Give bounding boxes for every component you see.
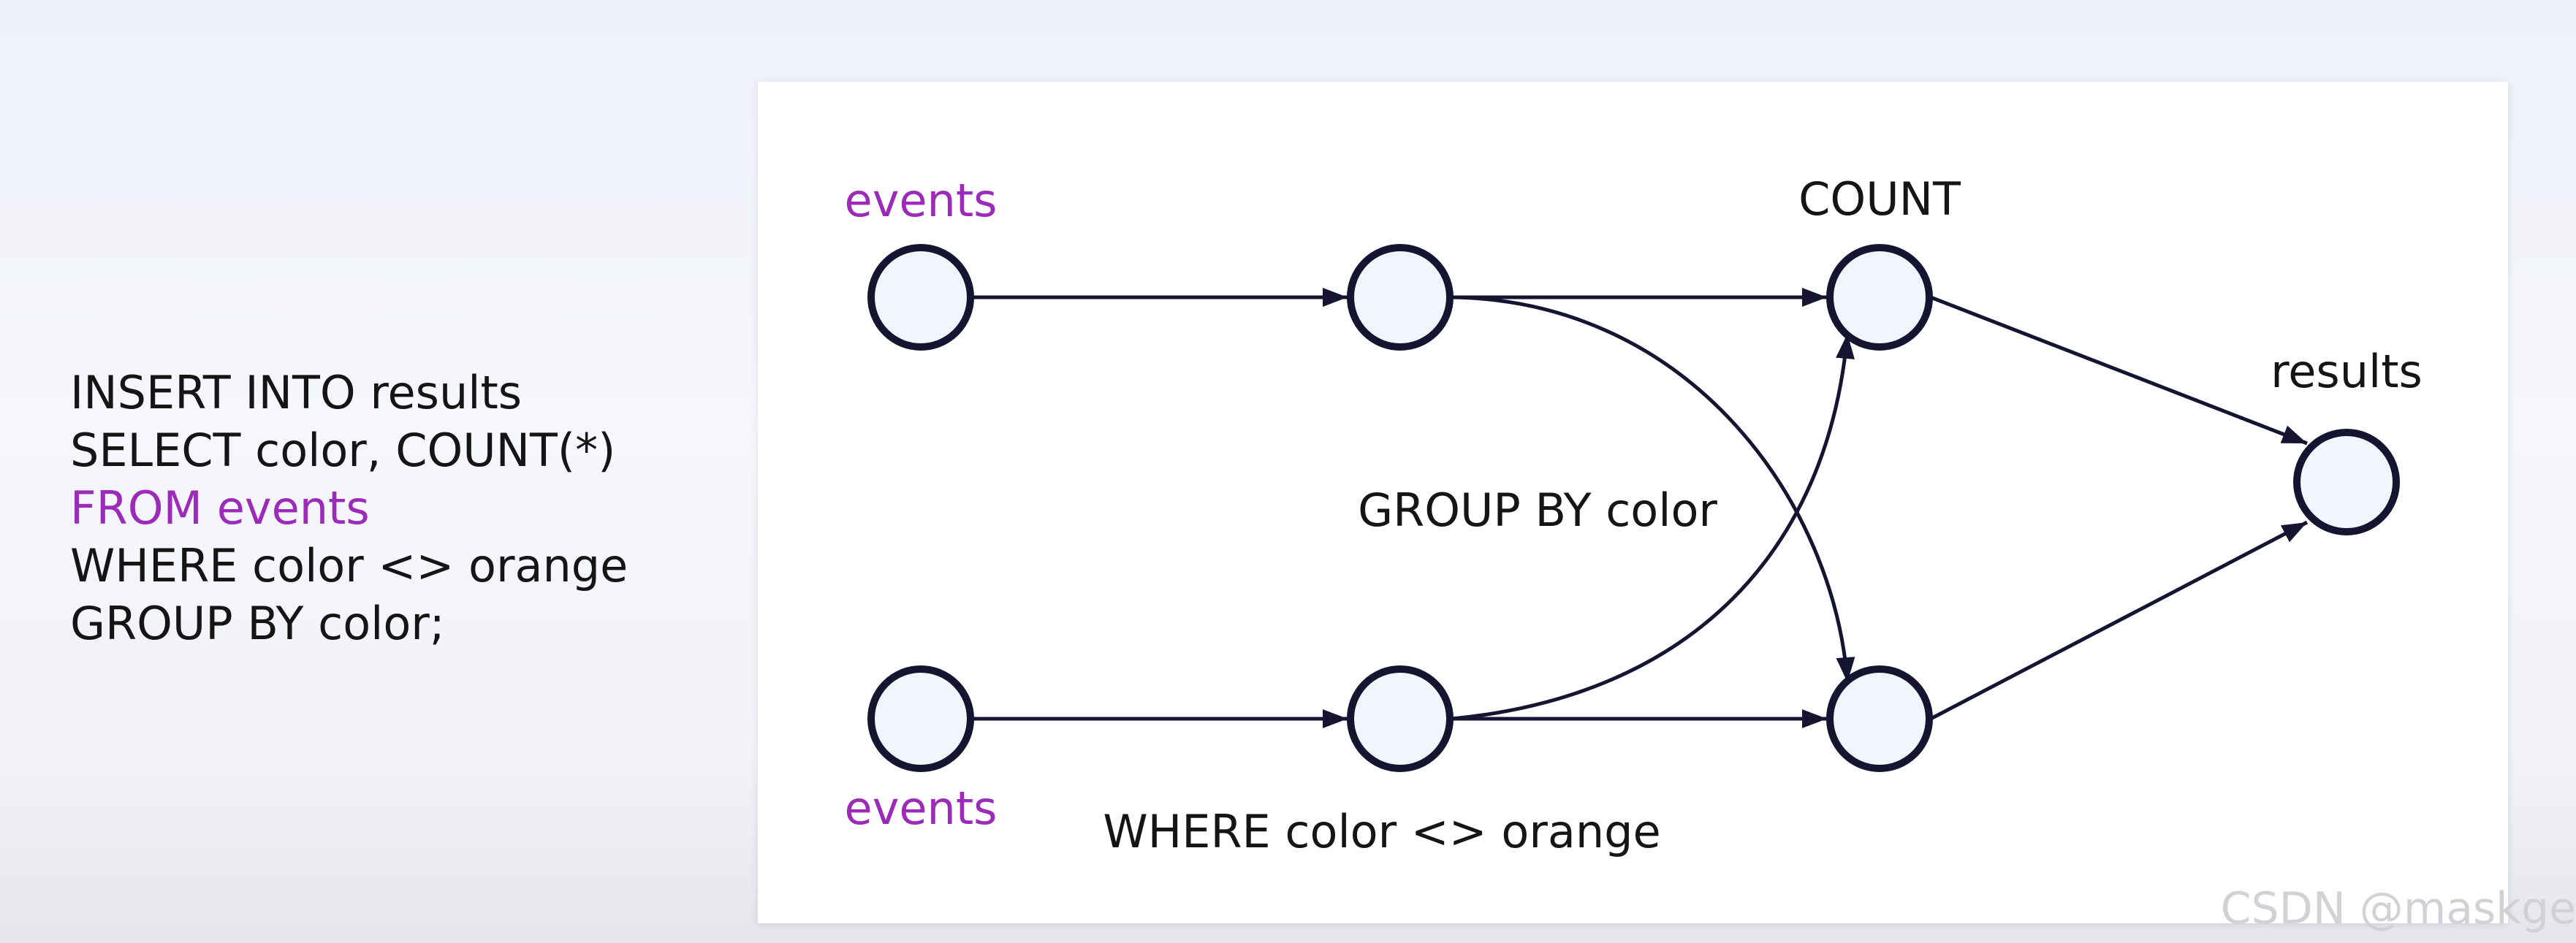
node-filter-top bbox=[1347, 244, 1454, 351]
sql-query-block: INSERT INTO results SELECT color, COUNT(… bbox=[70, 364, 628, 652]
sql-line-where: WHERE color <> orange bbox=[70, 539, 628, 592]
node-source-bottom bbox=[867, 665, 974, 772]
edge-count-bottom-to-results bbox=[1929, 520, 2309, 721]
node-filter-bottom bbox=[1347, 665, 1454, 772]
node-results bbox=[2293, 429, 2400, 535]
diagram-panel: events events COUNT results GROUP BY col… bbox=[758, 82, 2508, 923]
label-results: results bbox=[2271, 345, 2423, 398]
node-count-bottom bbox=[1826, 665, 1933, 772]
sql-line-from: FROM events bbox=[70, 481, 370, 535]
watermark-text: CSDN @maskge bbox=[2220, 883, 2576, 934]
dataflow-diagram: events events COUNT results GROUP BY col… bbox=[845, 172, 2423, 858]
sql-line-insert: INSERT INTO results bbox=[70, 366, 523, 419]
label-group-by: GROUP BY color bbox=[1358, 484, 1717, 537]
edge-filter-top-to-count-bottom bbox=[1451, 295, 1855, 683]
sql-line-select: SELECT color, COUNT(*) bbox=[70, 424, 616, 477]
edge-count-top-to-results bbox=[1930, 295, 2308, 446]
node-count-top bbox=[1826, 244, 1933, 351]
sql-line-group-by: GROUP BY color; bbox=[70, 597, 445, 650]
label-count: COUNT bbox=[1798, 172, 1961, 226]
node-source-top bbox=[867, 244, 974, 351]
label-events-bottom: events bbox=[845, 782, 998, 835]
edge-filter-bottom-to-count-top bbox=[1451, 333, 1855, 721]
label-where: WHERE color <> orange bbox=[1103, 805, 1660, 858]
label-events-top: events bbox=[845, 174, 998, 227]
